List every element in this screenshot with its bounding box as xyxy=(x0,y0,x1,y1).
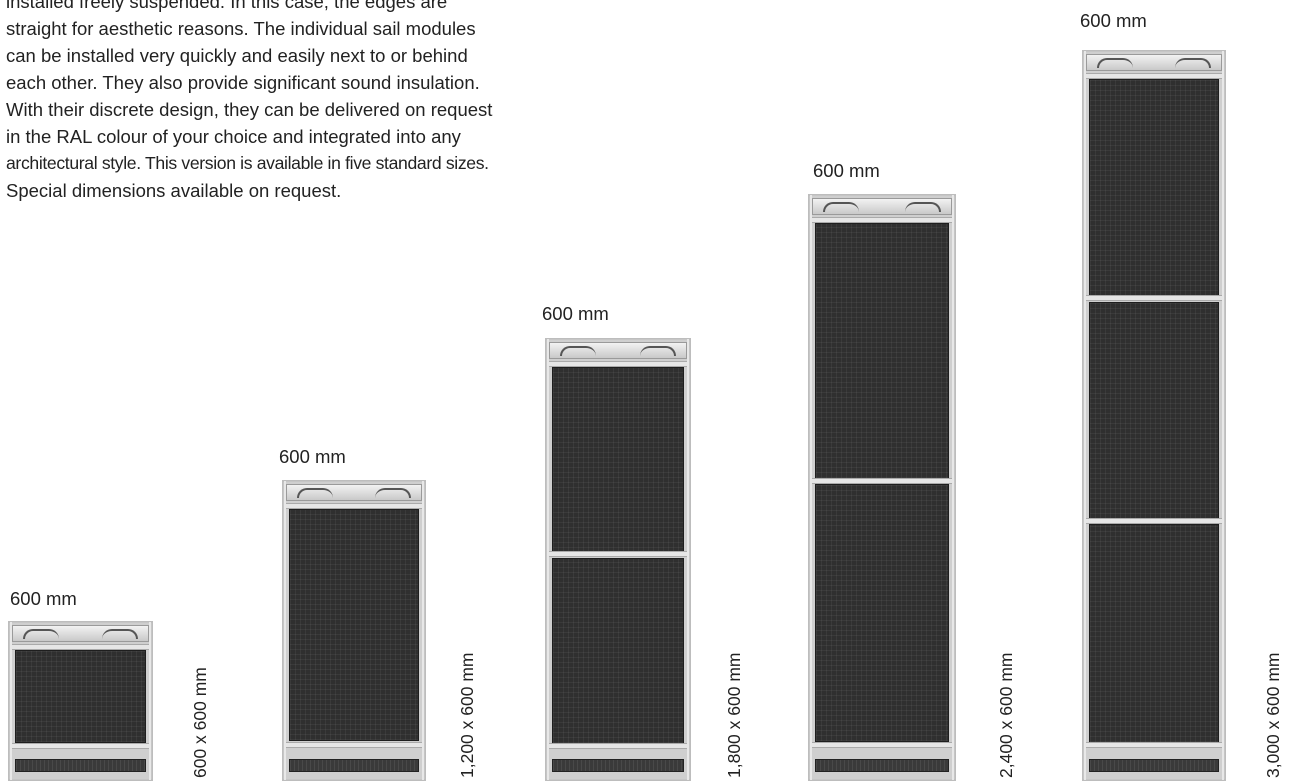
panel-header xyxy=(549,342,687,359)
sail-panel-2400x600 xyxy=(808,194,956,781)
size-label: 3,000 x 600 mm xyxy=(1263,652,1283,778)
description-line: With their discrete design, they can be … xyxy=(6,99,493,120)
description-line: in the RAL colour of your choice and int… xyxy=(6,126,461,147)
width-label: 600 mm xyxy=(542,303,609,324)
description-line: Special dimensions available on request. xyxy=(6,180,342,201)
sail-panel-1200x600 xyxy=(282,480,426,781)
width-label: 600 mm xyxy=(10,588,77,609)
width-label: 600 mm xyxy=(813,160,880,181)
size-label: 2,400 x 600 mm xyxy=(996,652,1016,778)
description-line: architectural style. This version is ava… xyxy=(6,153,489,173)
panel-header xyxy=(286,484,422,501)
description-line: installed freely suspended. In this case… xyxy=(6,0,448,12)
description-line: each other. They also provide significan… xyxy=(6,72,480,93)
width-label: 600 mm xyxy=(1080,10,1147,31)
panel-header xyxy=(1086,54,1222,71)
sail-panel-600x600 xyxy=(8,621,153,781)
description-line: can be installed very quickly and easily… xyxy=(6,45,468,66)
panel-header xyxy=(12,625,149,642)
size-label: 1,800 x 600 mm xyxy=(724,652,744,778)
description-line: straight for aesthetic reasons. The indi… xyxy=(6,18,476,39)
product-description: installed freely suspended. In this case… xyxy=(6,0,626,204)
size-label: 1,200 x 600 mm xyxy=(457,652,477,778)
sail-panel-3000x600 xyxy=(1082,50,1226,781)
size-label: 600 x 600 mm xyxy=(190,667,210,778)
width-label: 600 mm xyxy=(279,446,346,467)
sail-panel-1800x600 xyxy=(545,338,691,781)
panel-header xyxy=(812,198,952,215)
